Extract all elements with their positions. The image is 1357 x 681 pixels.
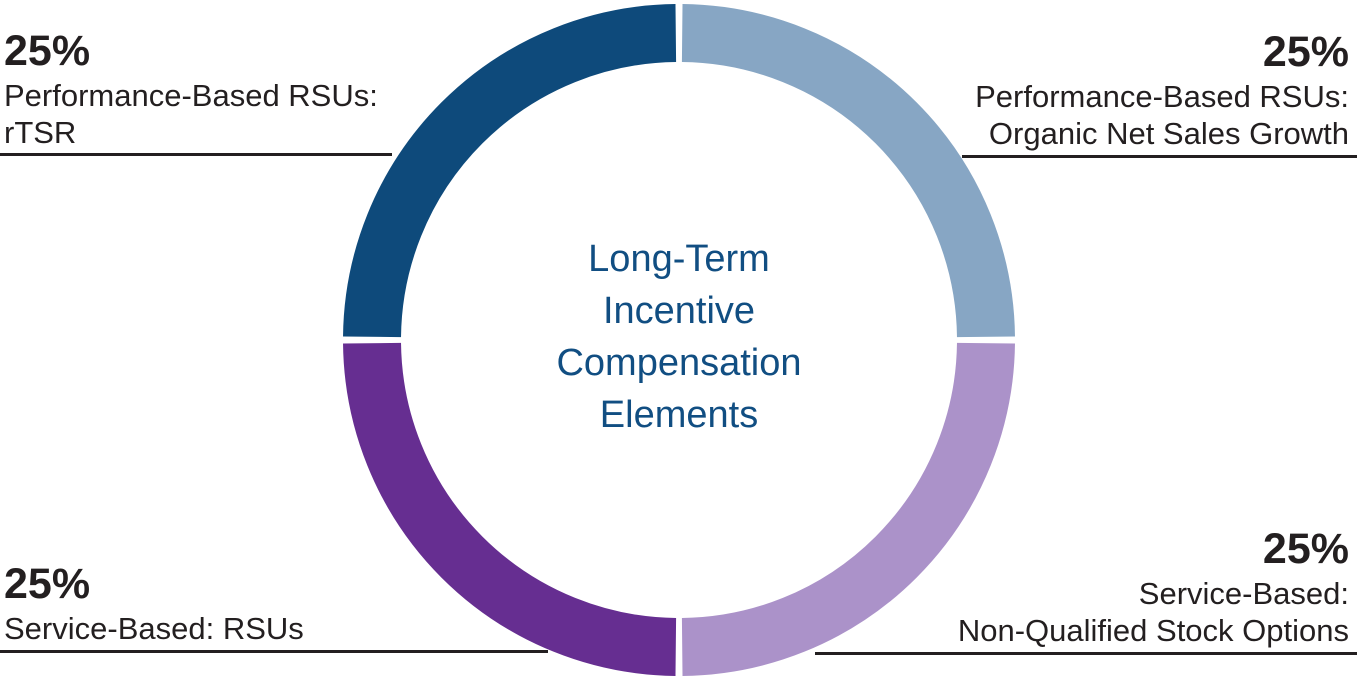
callout-label: Performance-Based RSUs: [975,79,1349,114]
callout-label: rTSR [4,115,77,150]
pct-value: 25% [1262,28,1349,76]
pct-value: 25% [4,27,91,75]
callout-label: Service-Based: [1138,576,1349,611]
donut-segment-service-based-rsus [343,342,677,676]
callout-underline-top-right [962,155,1357,158]
callout-label: Non-Qualified Stock Options [957,613,1349,648]
center-title-line: Long-Term [588,238,770,280]
donut-segment-performance-rsus-rtsr [343,4,677,338]
callout-label: Organic Net Sales Growth [988,116,1349,151]
chart-center-title: Long-Term Incentive Compensation Element… [479,233,879,441]
donut-segment-service-based-non-qualified-stock-options [681,342,1015,676]
pct-value: 25% [4,560,91,608]
callout-performance-rtsr: 25% Performance-Based RSUs: rTSR [4,25,378,151]
callout-label: Service-Based: RSUs [4,611,304,646]
center-title-line: Incentive [602,290,756,332]
donut-segment-performance-rsus-organic-net-sales-growth [681,4,1015,338]
center-title-line: Compensation [556,342,802,384]
callout-label: Performance-Based RSUs: [4,78,378,113]
center-title-line: Elements [599,394,759,436]
callout-service-rsus: 25% Service-Based: RSUs [4,558,304,647]
callout-underline-bottom-left [0,650,548,653]
pct-value: 25% [1262,525,1349,573]
callout-underline-bottom-right [815,652,1357,655]
callout-performance-organic-net-sales: 25% Performance-Based RSUs: Organic Net … [975,26,1349,152]
callout-service-nqso: 25% Service-Based: Non-Qualified Stock O… [958,523,1349,649]
callout-underline-top-left [0,153,392,156]
